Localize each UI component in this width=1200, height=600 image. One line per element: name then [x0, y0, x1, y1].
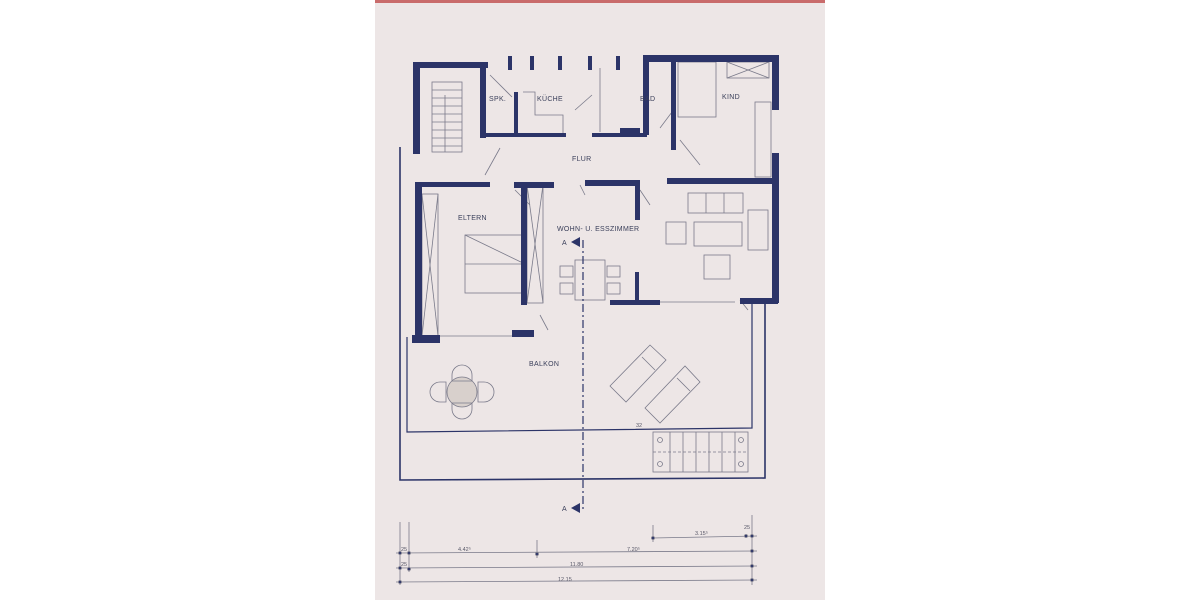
svg-text:A: A — [562, 240, 567, 247]
dim-row1-a: 3.15⁵ — [695, 530, 708, 537]
room-label-kueche: KÜCHE — [537, 95, 563, 103]
room-label-flur: FLUR — [572, 156, 591, 163]
paper-top-strip — [375, 0, 825, 3]
dim-row4-a: 12.15 — [558, 577, 572, 583]
dim-row2-b: 4.42⁵ — [458, 546, 471, 553]
walls — [412, 55, 779, 343]
room-label-balkon: BALKON — [529, 361, 559, 368]
section-marker-top: A — [562, 237, 580, 247]
room-label-bad: BAD — [640, 96, 655, 103]
room-label-eltern: ELTERN — [458, 215, 487, 222]
room-label-spk: SPK. — [489, 96, 506, 103]
dim-row3-b: 11.80 — [570, 562, 583, 568]
small-mark: 32 — [636, 423, 642, 429]
room-label-kind: KIND — [722, 94, 740, 101]
section-marker-bottom: A — [562, 503, 580, 513]
thin-lines — [399, 61, 772, 510]
svg-text:A: A — [562, 506, 567, 513]
dimension-lines — [395, 515, 758, 585]
dim-row2-c: 7.20⁵ — [627, 546, 640, 553]
dim-row3-a: 25 — [401, 562, 407, 568]
dim-row2-a: 25 — [401, 547, 407, 553]
room-label-wohn: WOHN- U. ESSZIMMER — [557, 226, 639, 233]
dim-row1-b: 25 — [744, 525, 750, 531]
